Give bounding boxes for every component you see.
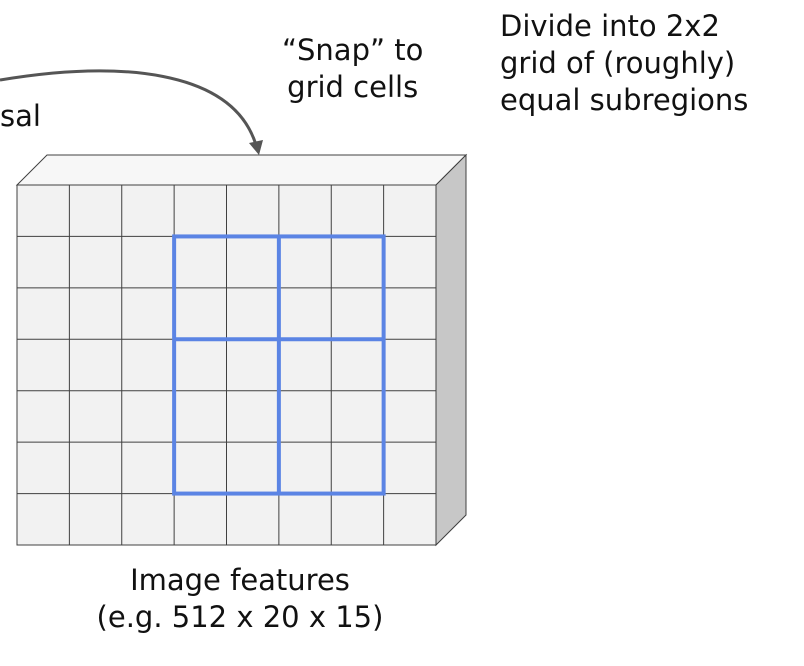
- feature-block-top: [15, 154, 468, 186]
- snap-label: “Snap” to grid cells: [282, 33, 424, 104]
- snap-arrow: [0, 69, 257, 143]
- divide-label: Divide into 2x2 grid of (roughly) equal …: [500, 9, 749, 117]
- partial-label: sal: [0, 99, 41, 133]
- snap-arrow-head: [249, 140, 263, 155]
- roi-grid: [172, 234, 386, 496]
- image-features-caption: Image features (e.g. 512 x 20 x 15): [96, 563, 384, 634]
- feature-block-side: [435, 153, 467, 547]
